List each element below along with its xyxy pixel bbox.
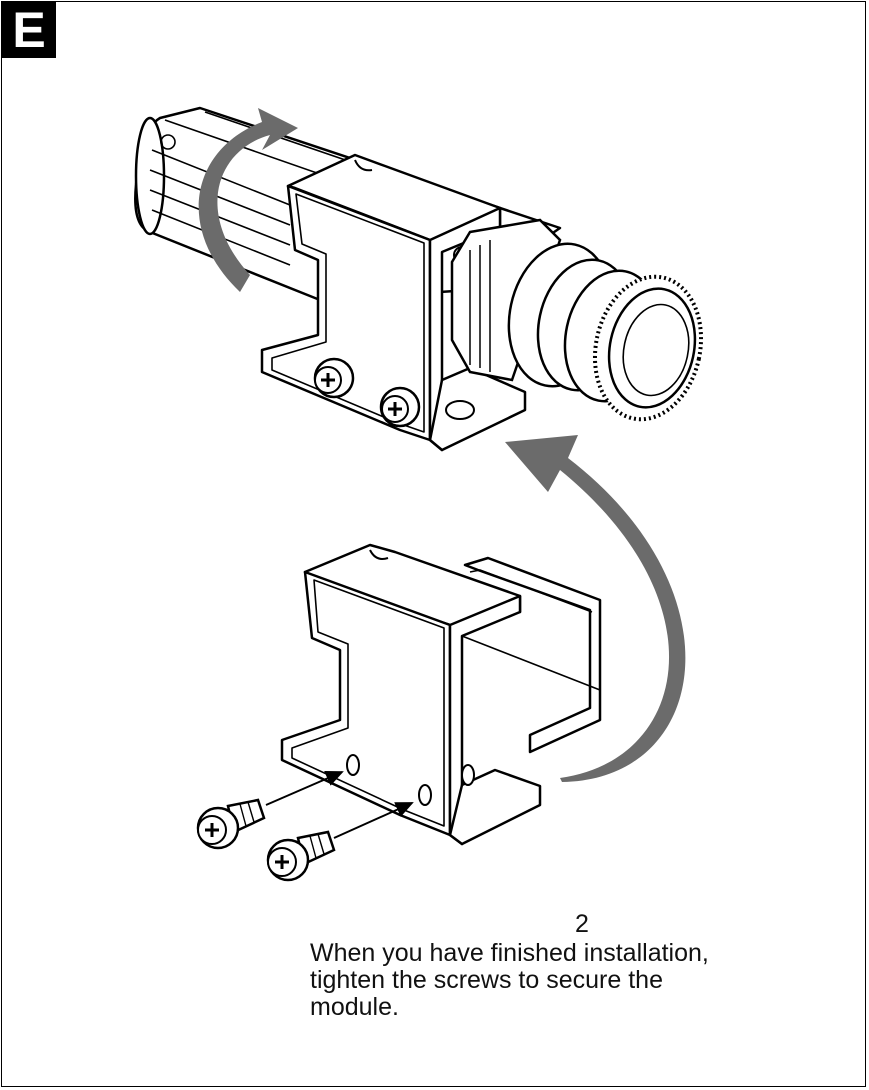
rotate-module-arrow-icon bbox=[198, 108, 298, 292]
phillips-screw-icon bbox=[196, 798, 266, 850]
section-badge: E bbox=[2, 2, 56, 58]
lens-icon bbox=[450, 218, 704, 422]
insert-arrows bbox=[265, 771, 414, 839]
instruction-line: module. bbox=[310, 993, 399, 1021]
instruction-line: tighten the screws to secure the bbox=[310, 966, 663, 994]
phillips-screw-icon bbox=[266, 830, 336, 882]
upper-bracket-icon bbox=[260, 153, 527, 452]
instruction-line: When you have finished installation, bbox=[310, 939, 709, 967]
step-number: 2 bbox=[575, 910, 589, 938]
instruction-text: When you have finished installation, tig… bbox=[310, 940, 770, 1021]
lower-bracket-icon bbox=[280, 543, 602, 846]
